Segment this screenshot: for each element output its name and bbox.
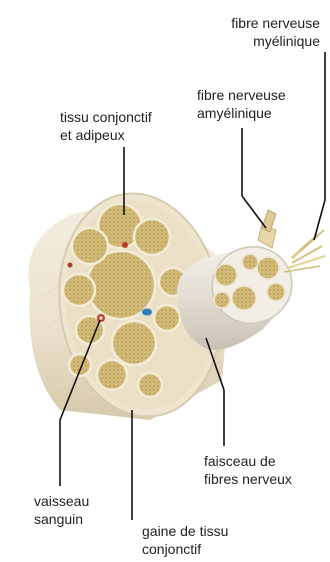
label-faisceau: faisceau de fibres nerveux [204, 452, 292, 488]
label-line: gaine de tissu [142, 522, 228, 540]
label-line: fibre nerveuse [231, 14, 320, 32]
label-line: amyélinique [197, 104, 286, 122]
label-fibre-nerveuse-amyelinique: fibre nerveuse amyélinique [197, 86, 286, 122]
label-tissu-conjonctif: tissu conjonctif et adipeux [60, 108, 152, 144]
label-line: faisceau de [204, 452, 292, 470]
label-line: vaisseau [34, 492, 89, 510]
label-vaisseau-sanguin: vaisseau sanguin [34, 492, 89, 528]
label-line: tissu conjonctif [60, 108, 152, 126]
label-line: fibres nerveux [204, 470, 292, 488]
label-line: myélinique [231, 32, 320, 50]
label-line: et adipeux [60, 126, 152, 144]
label-line: fibre nerveuse [197, 86, 286, 104]
label-gaine-tissu: gaine de tissu conjonctif [142, 522, 228, 558]
label-fibre-nerveuse-myelinique: fibre nerveuse myélinique [231, 14, 320, 50]
vein-marker [142, 309, 152, 316]
label-line: conjonctif [142, 540, 228, 558]
label-line: sanguin [34, 510, 89, 528]
